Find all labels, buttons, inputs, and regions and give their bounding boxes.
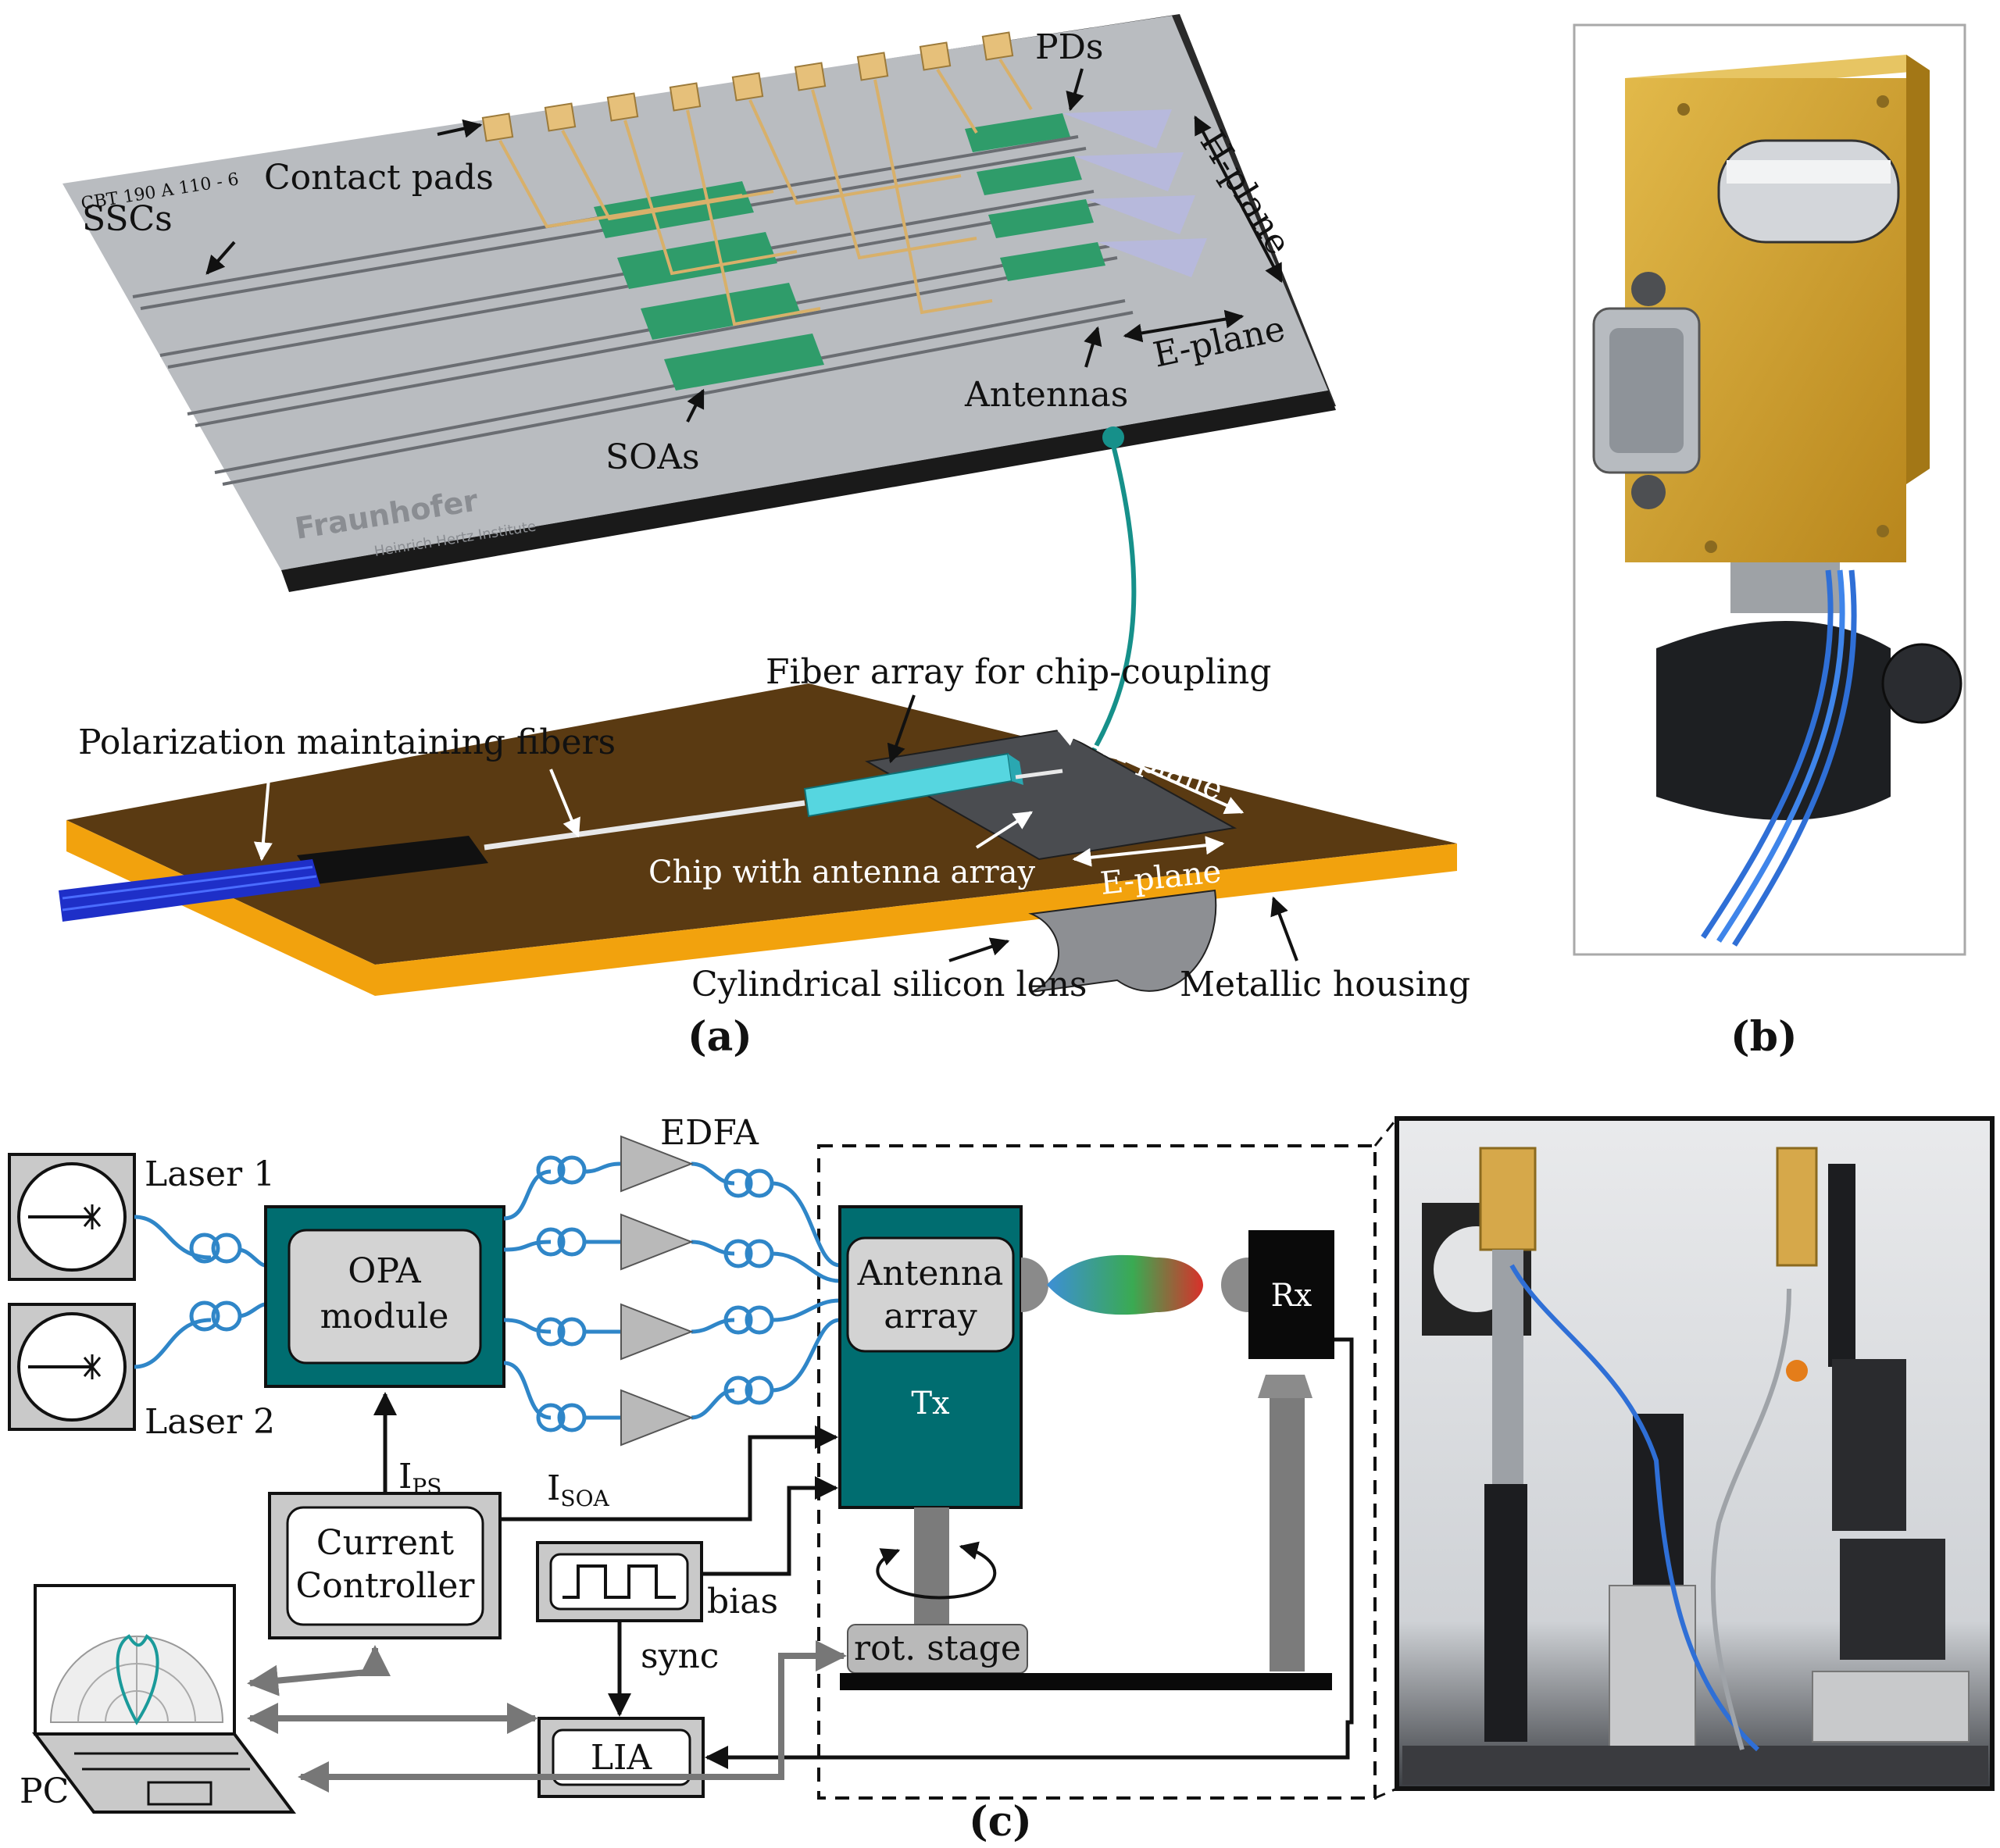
rx-block — [1248, 1230, 1334, 1359]
cc-line2: Controller — [296, 1566, 476, 1606]
pc-laptop — [32, 1584, 296, 1814]
label-housing: Metallic housing — [1180, 965, 1470, 1004]
caption-c: (c) — [969, 1798, 1032, 1846]
label-chip-antenna: Chip with antenna array — [648, 854, 1035, 890]
antenna-line1: Antenna — [857, 1254, 1004, 1293]
rx-label: Rx — [1271, 1278, 1312, 1314]
label-lens: Cylindrical silicon lens — [691, 965, 1088, 1004]
pad-traces — [498, 58, 1033, 326]
tx-lens — [1021, 1258, 1048, 1312]
pc-label: PC — [20, 1771, 69, 1811]
laser1-label: Laser 1 — [145, 1154, 275, 1194]
label-contact-pads: Contact pads — [264, 158, 494, 198]
caption-b: (b) — [1730, 1013, 1798, 1061]
edfa-label: EDFA — [660, 1113, 759, 1153]
contact-pads — [481, 31, 1014, 142]
rot-stage-label: rot. stage — [854, 1629, 1021, 1668]
board-top — [66, 683, 1457, 965]
soa-blocks — [594, 181, 824, 391]
square-wave-icon — [562, 1564, 676, 1599]
label-pm-fibers: Polarization maintaining fibers — [78, 722, 616, 762]
optical-rail — [840, 1673, 1332, 1690]
silicon-lens — [1028, 889, 1217, 993]
antenna-blocks — [965, 109, 1207, 281]
opa-line1: OPA — [348, 1251, 422, 1291]
bias-label: bias — [707, 1582, 778, 1621]
cc-line1: Current — [316, 1523, 454, 1563]
label-sscs: SSCs — [82, 199, 173, 239]
sync-label: sync — [641, 1636, 719, 1676]
chip-illustration: CBT 190 A 110 - 6 Fraunhofer Heinrich He… — [62, 14, 1336, 592]
board-front — [375, 844, 1457, 996]
lab-photo — [1395, 1116, 1995, 1791]
module-illustration — [59, 683, 1457, 996]
dashed-enclosure — [817, 1144, 1377, 1800]
opa-line2: module — [320, 1297, 449, 1336]
rx-post — [1270, 1398, 1305, 1671]
label-antennas: Antennas — [964, 375, 1128, 415]
caption-a: (a) — [688, 1013, 752, 1061]
isoa-label: ISOA — [547, 1468, 610, 1511]
antenna-line2: array — [884, 1297, 977, 1336]
pc-control-lines — [247, 1640, 847, 1793]
chip-front-edge — [281, 391, 1336, 592]
fiber-connector — [297, 836, 488, 884]
waveguides — [132, 135, 1134, 486]
laser-2 — [8, 1303, 136, 1431]
chip-marker-dot — [1102, 426, 1124, 448]
rotation-arrow — [876, 1541, 997, 1600]
edfa-chains — [503, 1135, 841, 1447]
beam — [1047, 1254, 1203, 1315]
laser2-label: Laser 2 — [145, 1402, 275, 1442]
label-soas: SOAs — [605, 437, 700, 477]
radiation-pattern — [116, 1634, 159, 1725]
board-left — [66, 820, 375, 996]
label-pds: PDs — [1035, 27, 1103, 67]
zoom-connector — [1072, 444, 1137, 783]
laser-fibers — [134, 1215, 266, 1369]
label-fiber-array: Fiber array for chip-coupling — [766, 652, 1271, 692]
laser-1 — [8, 1153, 136, 1281]
chip-top — [62, 16, 1328, 570]
module-photo — [1573, 23, 1966, 956]
tx-label: Tx — [911, 1386, 950, 1422]
lia-label: LIA — [591, 1738, 653, 1778]
rx-lens — [1221, 1258, 1248, 1312]
ips-label: IPS — [398, 1457, 441, 1500]
